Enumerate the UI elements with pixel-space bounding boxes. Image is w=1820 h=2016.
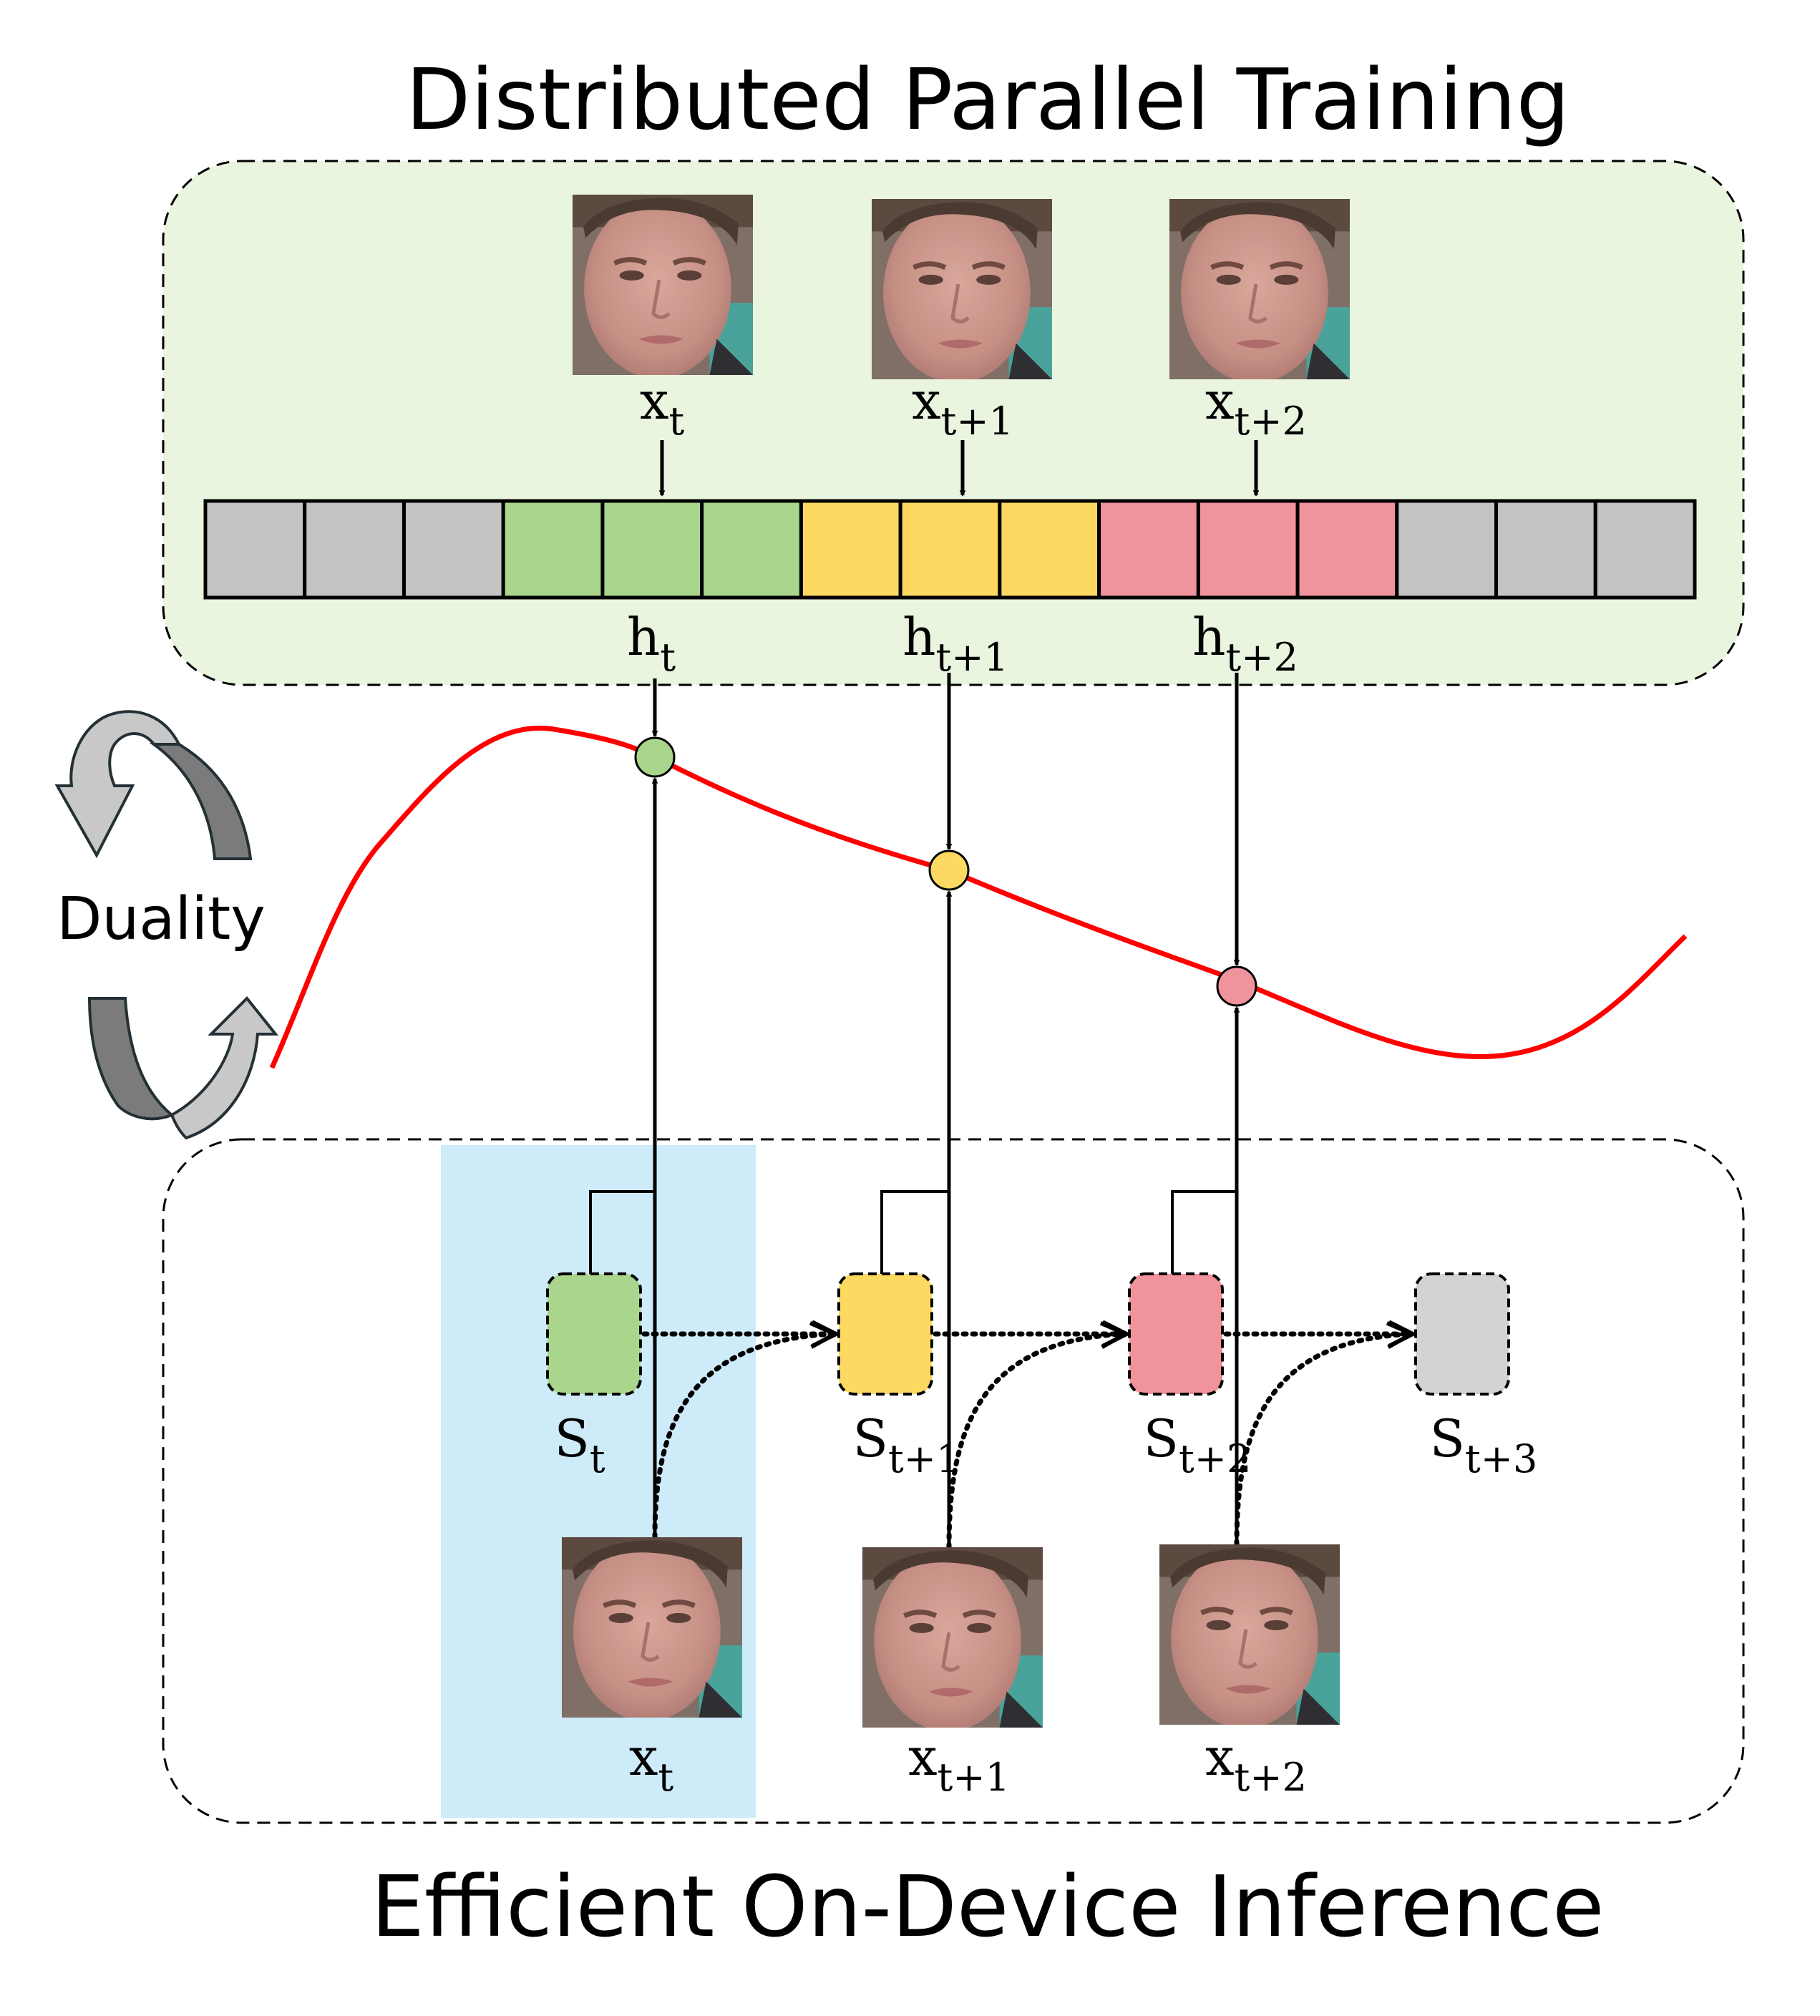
state-label-4-sub: t+3 (1465, 1436, 1537, 1481)
training-input-label-2-sub: t+1 (941, 399, 1013, 444)
training-output-label-3-sub: t+2 (1226, 635, 1298, 680)
training-input-label-3: xt+2 (1205, 371, 1307, 444)
sequence-cell-9 (998, 499, 1101, 600)
curve-node-2 (928, 849, 970, 891)
state-box-1 (546, 1272, 642, 1396)
bottom-title: Efficient On-Device Inference (371, 1857, 1604, 1956)
inference-face-image-2 (862, 1547, 1043, 1731)
duality-label: Duality (57, 885, 266, 953)
duality-arrow-top-left (54, 710, 182, 859)
input-to-state-arrow-2 (946, 1321, 1130, 1550)
curve-node-3 (1216, 965, 1257, 1007)
sequence-cell-7 (799, 499, 902, 600)
training-output-label-3: ht+2 (1192, 607, 1298, 680)
sequence-cell-14 (1494, 499, 1597, 600)
training-output-label-2-base: h (902, 607, 935, 667)
sequence-cell-4 (501, 499, 605, 600)
inference-input-label-2-sub: t+1 (938, 1755, 1010, 1800)
training-output-label-1: ht (627, 607, 676, 680)
state-label-3-base: S (1144, 1408, 1179, 1469)
input-to-state-arrow-1 (652, 1321, 840, 1540)
inference-input-label-3: xt+2 (1205, 1727, 1307, 1800)
inference-input-label-2: xt+1 (908, 1727, 1010, 1800)
duality-arc-top-right (149, 743, 253, 860)
training-input-label-1-base: x (640, 371, 669, 431)
training-input-label-1: xt (640, 371, 685, 444)
duality-arc-bottom-left (87, 997, 175, 1121)
training-input-label-1-sub: t (668, 399, 684, 444)
state-label-1-sub: t (590, 1436, 605, 1481)
state-label-4-base: S (1430, 1408, 1465, 1469)
sequence-cell-3 (402, 499, 505, 600)
sequence-cell-13 (1395, 499, 1499, 600)
sequence-cell-11 (1196, 499, 1300, 600)
inference-input-label-1-base: x (629, 1727, 658, 1787)
training-output-label-2: ht+1 (902, 607, 1008, 680)
inference-face-image-1 (562, 1537, 742, 1721)
state-label-4: St+3 (1430, 1408, 1538, 1481)
state-label-1: St (554, 1408, 605, 1481)
training-output-label-1-sub: t (660, 635, 676, 680)
state-label-3-sub: t+2 (1179, 1436, 1251, 1481)
state-label-2-sub: t+1 (888, 1436, 960, 1481)
inference-input-label-1: xt (629, 1727, 674, 1800)
training-face-image-3 (1169, 199, 1350, 383)
training-face-image-2 (872, 199, 1052, 383)
state-box-4 (1414, 1272, 1510, 1396)
training-input-label-3-base: x (1205, 371, 1235, 431)
state-box-2 (837, 1272, 933, 1396)
sequence-cell-15 (1593, 499, 1697, 600)
state-label-3: St+2 (1144, 1408, 1252, 1481)
sequence-cell-2 (303, 499, 406, 600)
state-label-2: St+1 (853, 1408, 961, 1481)
sequence-cell-8 (898, 499, 1002, 600)
training-input-label-2-base: x (912, 371, 941, 431)
state-connector-3 (1171, 1190, 1237, 1274)
inference-input-label-3-base: x (1205, 1727, 1235, 1787)
training-output-label-2-sub: t+1 (936, 635, 1008, 680)
sequence-cell-6 (700, 499, 803, 600)
inference-input-label-3-sub: t+2 (1235, 1755, 1307, 1800)
sequence-cell-12 (1295, 499, 1399, 600)
duality-symbol: Duality (54, 710, 279, 1140)
duality-arrow-bottom-right (170, 996, 279, 1140)
sequence-cell-1 (203, 499, 307, 600)
state-label-1-base: S (554, 1408, 589, 1469)
connections (589, 673, 1257, 1547)
state-box-3 (1128, 1272, 1224, 1396)
inference-input-label-1-sub: t (658, 1755, 673, 1800)
state-connector-2 (880, 1190, 949, 1274)
inference-input-label-2-base: x (908, 1727, 938, 1787)
training-output-label-1-base: h (627, 607, 660, 667)
top-title: Distributed Parallel Training (406, 50, 1570, 149)
curve-node-1 (634, 736, 676, 778)
inference-panel (162, 1138, 1745, 1824)
training-face-image-1 (573, 195, 753, 379)
input-to-state-arrow-3 (1234, 1321, 1416, 1547)
training-input-label-3-sub: t+2 (1235, 399, 1307, 444)
inference-face-image-3 (1159, 1544, 1340, 1728)
state-label-2-base: S (853, 1408, 888, 1469)
shared-dynamics-curve (269, 726, 1688, 1069)
training-input-label-2: xt+1 (912, 371, 1013, 444)
state-connector-1 (589, 1190, 655, 1274)
training-output-label-3-base: h (1192, 607, 1225, 667)
sequence-cell-5 (600, 499, 704, 600)
sequence-bar (203, 499, 1697, 600)
sequence-cell-10 (1097, 499, 1200, 600)
